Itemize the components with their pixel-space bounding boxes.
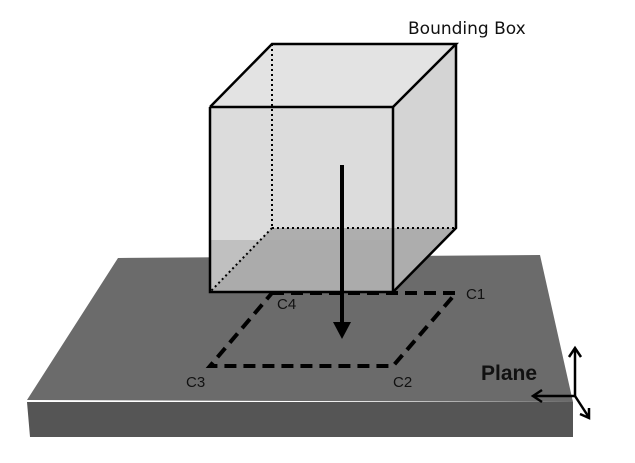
box-top-outline xyxy=(209,42,460,108)
corner-label-c2: C2 xyxy=(393,374,412,391)
plane xyxy=(27,255,573,437)
bounding-box xyxy=(208,42,460,294)
corner-label-c4: C4 xyxy=(277,296,296,313)
bounding-box-label: Bounding Box xyxy=(408,19,526,39)
axis-triad-icon xyxy=(530,345,591,420)
plane-surface xyxy=(27,255,573,402)
plane-label: Plane xyxy=(481,362,537,385)
corner-label-c3: C3 xyxy=(186,374,205,391)
box-front-lower-shade xyxy=(210,240,393,292)
corner-label-c1: C1 xyxy=(466,286,485,303)
down-arrow-icon xyxy=(333,165,351,339)
projected-footprint xyxy=(205,291,461,368)
box-right-outline xyxy=(392,44,458,293)
plane-side xyxy=(27,402,573,437)
